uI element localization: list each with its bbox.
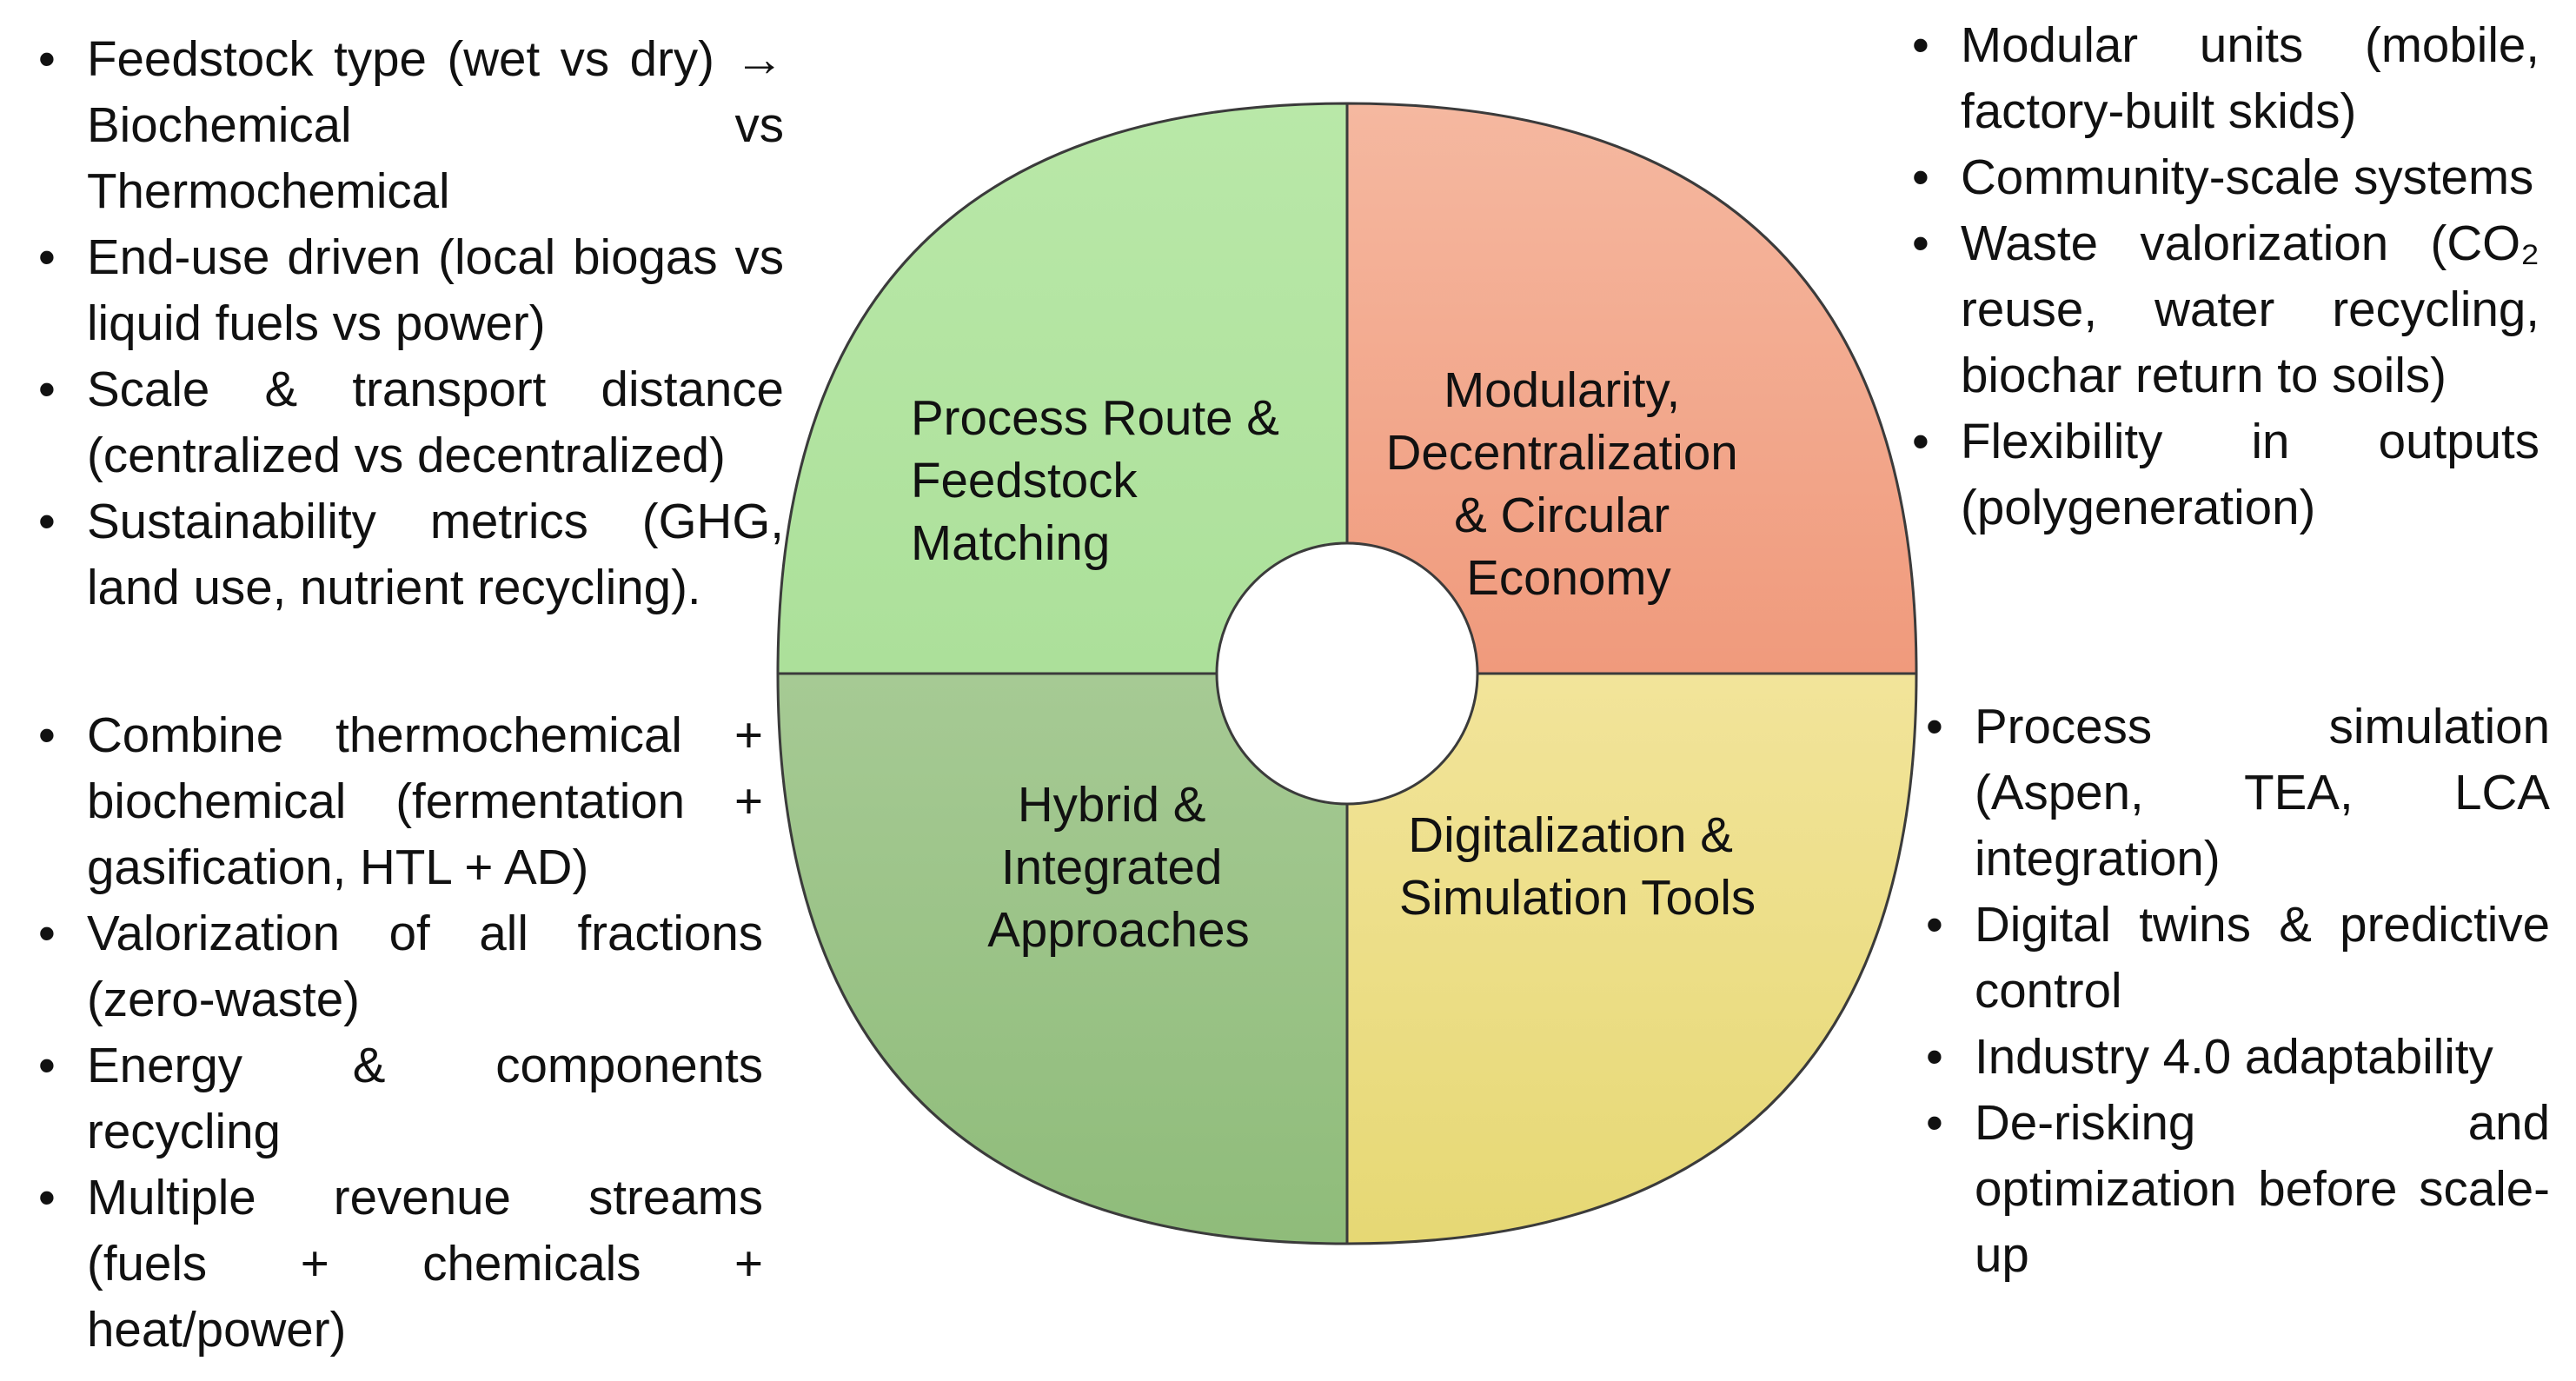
title-line: Decentralization [1386, 425, 1738, 480]
bullet-item: Flexibility in outputs (polygeneration) [1909, 408, 2539, 541]
bullet-item: Process simulation (Aspen, TEA, LCA inte… [1922, 694, 2550, 892]
quadrant-title-top-right: Modularity, Decentralization & Circular … [1386, 362, 1752, 605]
quadrant-title-bottom-left: Hybrid & Integrated Approaches [987, 777, 1250, 957]
quadrant-title-bottom-right: Digitalization & Simulation Tools [1399, 807, 1756, 925]
bullet-item: End-use driven (local biogas vs liquid f… [35, 224, 784, 356]
quadrant-top-left [776, 102, 1349, 675]
title-line: Simulation Tools [1399, 870, 1756, 925]
quadrant-title-top-left: Process Route & Feedstock Matching [911, 390, 1293, 570]
title-line: Economy [1466, 550, 1671, 605]
bullet-list-top-right: Modular units (mobile, factory-built ski… [1909, 12, 2539, 541]
quadrant-top-right [1345, 102, 1918, 675]
bullet-item: Combine thermochemical + biochemical (fe… [35, 702, 763, 900]
bullet-item: Digital twins & predictive control [1922, 892, 2550, 1024]
bullet-item: Sustainability metrics (GHG, land use, n… [35, 488, 784, 621]
bullet-item: De-risking and optimization before scale… [1922, 1090, 2550, 1288]
title-line: Approaches [987, 902, 1250, 957]
quadrant-bottom-right [1345, 672, 1918, 1245]
title-line: Matching [911, 515, 1110, 570]
bullet-item: Modular units (mobile, factory-built ski… [1909, 12, 2539, 144]
bullet-item: Waste valorization (CO₂ reuse, water rec… [1909, 210, 2539, 408]
bullet-item: Industry 4.0 adaptability [1922, 1024, 2550, 1090]
title-line: Process Route & [911, 390, 1279, 445]
bullet-list-top-left: Feedstock type (wet vs dry) → Biochemica… [35, 26, 784, 621]
title-line: & Circular [1454, 488, 1670, 542]
bullet-item: Feedstock type (wet vs dry) → Biochemica… [35, 26, 784, 224]
bullet-list-bottom-right: Process simulation (Aspen, TEA, LCA inte… [1922, 694, 2550, 1288]
quadrant-bottom-left [776, 672, 1349, 1245]
bullet-item: Valorization of all fractions (zero-wast… [35, 900, 763, 1032]
title-line: Feedstock [911, 453, 1138, 508]
title-line: Integrated [1001, 840, 1222, 894]
bullet-item: Energy & components recycling [35, 1032, 763, 1165]
title-line: Modularity, [1444, 362, 1680, 417]
bullet-list-bottom-left: Combine thermochemical + biochemical (fe… [35, 702, 763, 1363]
title-line: Digitalization & [1408, 807, 1733, 862]
bullet-item: Scale & transport distance (centralized … [35, 356, 784, 488]
bullet-item: Multiple revenue streams (fuels + chemic… [35, 1165, 763, 1363]
center-hole [1215, 541, 1479, 806]
bullet-item: Community-scale systems [1909, 144, 2539, 210]
title-line: Hybrid & [1018, 777, 1206, 832]
